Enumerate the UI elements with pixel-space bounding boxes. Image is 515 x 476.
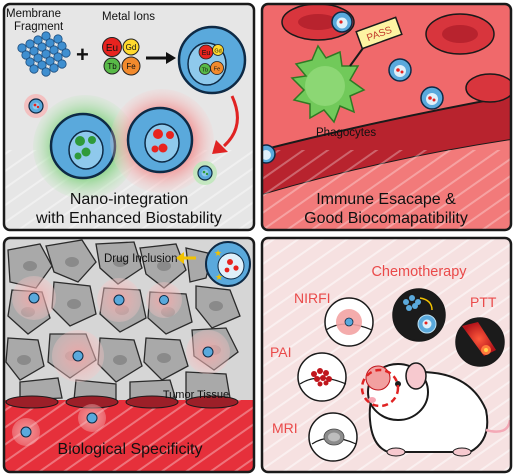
ptt-label: PTT xyxy=(470,294,497,310)
nirfi-inset xyxy=(324,297,374,347)
green-glow-nanoparticle xyxy=(33,95,137,199)
panel-immune-escape: PASS Phagocytes xyxy=(262,4,511,230)
phagocyte-cell xyxy=(290,44,366,124)
panel3-border xyxy=(2,236,256,474)
pai-inset xyxy=(297,352,347,402)
eu-ion xyxy=(102,37,122,57)
drug-loaded-nanoparticle: ★ ★ xyxy=(205,241,251,287)
metal-ions-label: Metal Ions xyxy=(102,11,155,23)
chemotherapy-label: Chemotherapy xyxy=(371,264,467,280)
vessel-nanoparticles xyxy=(12,404,106,446)
gd-ion-label: Gd xyxy=(126,43,137,52)
pass-sign: PASS xyxy=(349,16,403,67)
np-tb-label: Tb xyxy=(202,68,208,74)
chemotherapy-inset xyxy=(392,288,446,342)
tumor-tissue-label: Tumor Tissue xyxy=(163,389,229,401)
mri-label: MRI xyxy=(272,420,298,436)
panel1-border xyxy=(2,2,256,232)
panel-nano-integration: Membrane Fragment + Metal Ions Eu Gd Tb … xyxy=(4,4,254,230)
np-fe-label: Fe xyxy=(214,67,220,73)
panel1-caption-line2: with Enhanced Biostability xyxy=(35,210,222,227)
metal-ions-cluster: Eu Gd Tb Fe xyxy=(102,37,141,76)
panel2-border xyxy=(260,2,513,232)
nirfi-label: NIRFI xyxy=(294,290,331,306)
tumor-marker-circle xyxy=(360,368,400,408)
drug-inclusion-label: Drug Inclusion xyxy=(104,253,178,265)
panel3-caption: Biological Specificity xyxy=(58,441,203,458)
tb-ion xyxy=(103,57,121,75)
gd-ion xyxy=(122,38,140,56)
fe-ion xyxy=(121,56,141,76)
panel-biological-specificity: Drug Inclusion ★ ★ Tumor Tissue Biologic xyxy=(4,238,254,472)
tiny-particle xyxy=(193,161,217,185)
mouse-illustration xyxy=(360,362,511,457)
membrane-fragment-lattice xyxy=(17,31,71,77)
membrane-fragment-label-line1: Membrane xyxy=(6,8,61,20)
membrane-fragment-label-line2: Fragment xyxy=(14,21,64,33)
red-blood-cells xyxy=(281,4,511,103)
tb-ion-label: Tb xyxy=(107,62,117,71)
plus-symbol: + xyxy=(76,42,89,67)
left-arrow-icon xyxy=(176,252,196,264)
eu-ion-label: Eu xyxy=(106,43,118,54)
panel2-caption-line2: Good Biocomapatibility xyxy=(304,210,468,227)
fe-ion-label: Fe xyxy=(126,62,136,71)
right-arrow-icon xyxy=(146,52,176,64)
curved-arrow-icon xyxy=(212,95,239,154)
panel1-caption-line1: Nano-integration xyxy=(70,191,188,208)
panel2-caption-line1: Immune Esacape & xyxy=(316,191,456,208)
np-eu-label: Eu xyxy=(202,50,211,57)
svg-text:★: ★ xyxy=(214,248,222,258)
svg-text:★: ★ xyxy=(215,272,223,282)
mri-inset xyxy=(308,412,358,462)
accumulated-nanoparticles xyxy=(12,276,230,382)
vessel-endothelium xyxy=(5,395,239,409)
np-gd-label: Gd xyxy=(214,49,221,55)
small-particle xyxy=(24,94,48,118)
red-glow-nanoparticle xyxy=(110,89,214,193)
circulating-nanoparticles xyxy=(262,11,444,164)
panel4-border xyxy=(260,236,513,474)
phagocytes-label: Phagocytes xyxy=(316,127,376,139)
integrated-nanoparticle: Eu Gd Tb Fe xyxy=(177,25,247,95)
pai-label: PAI xyxy=(270,344,292,360)
ptt-inset xyxy=(455,317,505,367)
panel-theranostics: Chemotherapy NIRFI PTT PAI MRI xyxy=(262,238,511,472)
